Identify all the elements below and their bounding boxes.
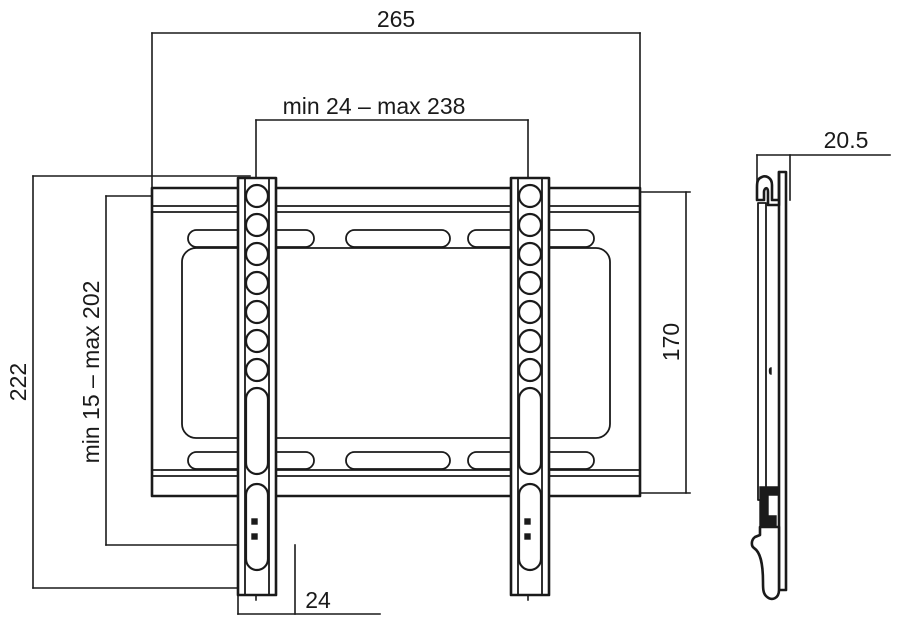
rail-left-marker-1 bbox=[251, 518, 258, 525]
center-cutout bbox=[181, 247, 611, 439]
rail-right-marker-2 bbox=[524, 533, 531, 540]
dimension-label-rail-offset: 24 bbox=[305, 587, 331, 613]
dimension-plate-height: 170 bbox=[639, 191, 691, 494]
rail-right-hole-6 bbox=[517, 328, 543, 354]
side-lower-wedge bbox=[759, 486, 780, 527]
dimension-vesa-vertical: min 15 – max 202 bbox=[78, 195, 261, 546]
side-front-rail bbox=[757, 202, 767, 501]
dimension-label-vesa-vertical: min 15 – max 202 bbox=[78, 281, 104, 464]
rail-left-hole-6 bbox=[244, 328, 270, 354]
slot-upper-center bbox=[345, 229, 451, 248]
rail-right-hole-1 bbox=[517, 183, 543, 209]
front-view bbox=[150, 176, 642, 597]
rail-left-hole-1 bbox=[244, 183, 270, 209]
rail-left-slot-upper bbox=[244, 386, 270, 476]
side-mid-detent bbox=[768, 367, 772, 375]
rail-right-marker-1 bbox=[524, 518, 531, 525]
rail-right-hole-5 bbox=[517, 299, 543, 325]
vertical-rail-left bbox=[236, 176, 278, 597]
side-bottom-foot bbox=[750, 525, 781, 601]
dimension-label-overall-width: 265 bbox=[377, 6, 415, 32]
rail-left-slot-lower bbox=[244, 482, 270, 572]
rail-right-hole-7 bbox=[517, 357, 543, 383]
vertical-rail-right bbox=[509, 176, 551, 597]
rail-left-hole-2 bbox=[244, 212, 270, 238]
dimension-label-vesa-horizontal: min 24 – max 238 bbox=[283, 93, 466, 119]
rail-right-hole-2 bbox=[517, 212, 543, 238]
dimension-overall-height: 222 bbox=[5, 175, 251, 589]
rail-left-hole-4 bbox=[244, 270, 270, 296]
slot-lower-center bbox=[345, 451, 451, 470]
dimension-label-plate-height: 170 bbox=[658, 323, 684, 361]
dimension-label-overall-height: 222 bbox=[5, 363, 31, 401]
rail-right-hole-4 bbox=[517, 270, 543, 296]
dimension-overall-width: 265 bbox=[151, 6, 641, 197]
rail-left-hole-7 bbox=[244, 357, 270, 383]
rail-right-slot-lower bbox=[517, 482, 543, 572]
rail-left-marker-2 bbox=[251, 533, 258, 540]
dimension-label-depth: 20.5 bbox=[824, 127, 869, 153]
dimension-depth: 20.5 bbox=[756, 127, 891, 201]
side-view bbox=[750, 170, 788, 601]
rail-left-hole-5 bbox=[244, 299, 270, 325]
rail-left-hole-3 bbox=[244, 241, 270, 267]
side-top-hook bbox=[755, 170, 781, 207]
rail-right-slot-upper bbox=[517, 386, 543, 476]
rail-right-hole-3 bbox=[517, 241, 543, 267]
